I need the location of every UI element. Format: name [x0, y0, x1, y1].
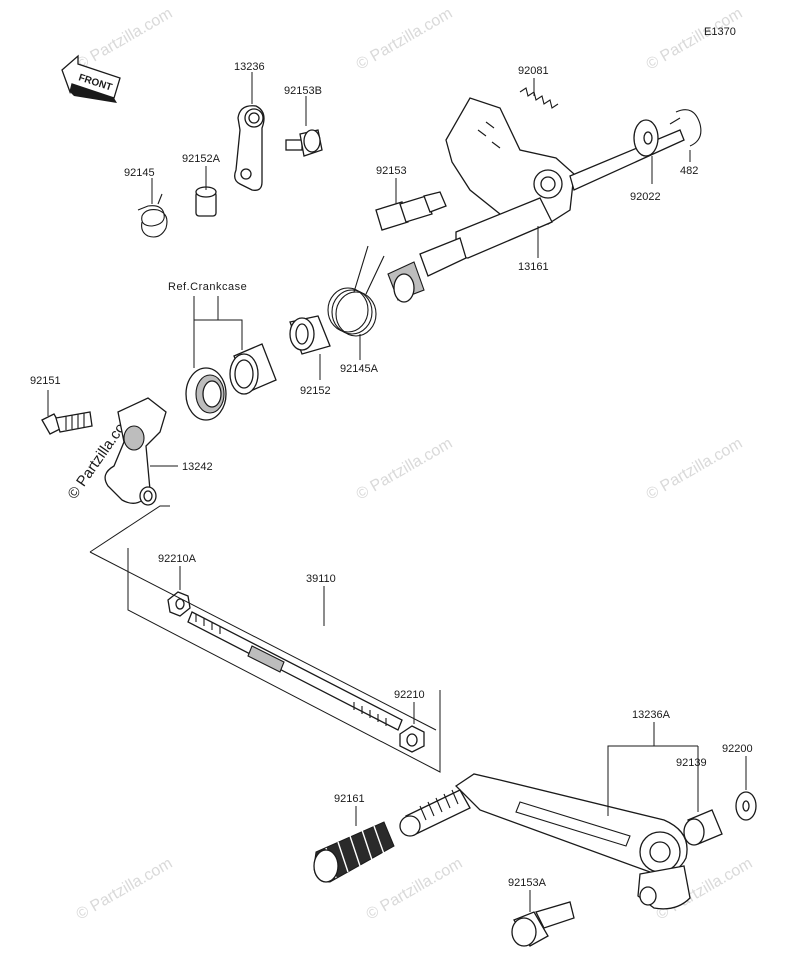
- rubber-92161: [313, 821, 395, 883]
- nut-92210: [399, 725, 425, 753]
- spring-92145: [137, 193, 168, 238]
- collar-92152A: [195, 186, 217, 217]
- part-label[interactable]: 482: [680, 165, 698, 177]
- collar-92139: [683, 809, 723, 846]
- part-label[interactable]: 92152A: [182, 153, 221, 165]
- part-labels: 13236 92153B 92081 92145 92152A 92153 48…: [30, 61, 753, 889]
- watermark: © Partzilla.com: [364, 855, 466, 924]
- part-label[interactable]: 92022: [630, 191, 661, 203]
- shift-lever-13242: [104, 397, 167, 506]
- bolt-92153A: [511, 901, 575, 947]
- part-label[interactable]: 92210A: [158, 553, 197, 565]
- needle-bearing: [229, 343, 277, 395]
- bolt-92153: [375, 191, 447, 231]
- part-label[interactable]: 13242: [182, 461, 213, 473]
- part-label[interactable]: 92145A: [340, 363, 379, 375]
- part-label[interactable]: 92152: [300, 385, 331, 397]
- part-label[interactable]: 92145: [124, 167, 155, 179]
- watermark: © Partzilla.com: [354, 5, 456, 74]
- bolt-92151: [41, 411, 93, 435]
- part-label[interactable]: 39110: [306, 573, 336, 585]
- part-label[interactable]: 13161: [518, 261, 549, 273]
- part-label[interactable]: 13236: [234, 61, 265, 73]
- watermark: © Partzilla.com: [644, 435, 746, 504]
- spring-92081: [519, 87, 559, 109]
- part-label[interactable]: 92081: [518, 65, 549, 77]
- part-label[interactable]: 92200: [722, 743, 753, 755]
- washer-92200: [735, 791, 757, 821]
- oil-seal: [185, 367, 227, 421]
- reference-label: Ref.Crankcase: [168, 281, 247, 293]
- part-label[interactable]: 92153A: [508, 877, 547, 889]
- circlip-482: [669, 109, 702, 147]
- spring-92145A: [327, 245, 385, 337]
- watermark: © Partzilla.com: [354, 435, 456, 504]
- watermark: © Partzilla.com: [74, 855, 176, 924]
- tie-rod-39110: [187, 611, 403, 731]
- nut-92210A: [167, 591, 191, 617]
- leader-lines: [47, 72, 747, 912]
- watermark: © Partzilla.com: [74, 5, 176, 74]
- pedal-peg-rod: [399, 789, 471, 837]
- part-label[interactable]: 92210: [394, 689, 425, 701]
- part-label[interactable]: 13236A: [632, 709, 671, 721]
- front-arrow-icon: FRONT: [61, 54, 121, 103]
- watermark: © Partzilla.com: [644, 5, 746, 74]
- part-label[interactable]: 92153B: [284, 85, 322, 97]
- collar-92152: [289, 315, 331, 355]
- shift-pedal-13236A: [454, 773, 691, 910]
- bolt-92153B: [285, 129, 323, 157]
- shift-arm-13236: [234, 105, 265, 191]
- part-label[interactable]: 92151: [30, 375, 61, 387]
- shift-shaft-13161: [387, 97, 685, 303]
- part-label[interactable]: 92153: [376, 165, 407, 177]
- part-label[interactable]: 92161: [334, 793, 365, 805]
- diagram-code: E1370: [704, 26, 736, 38]
- part-label[interactable]: 92139: [676, 757, 707, 769]
- washer-92022: [633, 119, 659, 157]
